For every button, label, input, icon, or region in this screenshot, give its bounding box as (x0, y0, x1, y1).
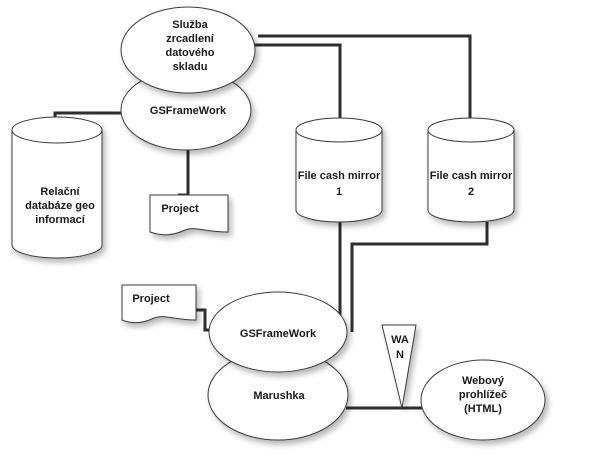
gsframework-top-label: GSFrameWork (150, 105, 227, 117)
mirror-service-line-3: datového (166, 47, 215, 59)
wan-line-1: WA (391, 334, 409, 346)
connector-mirror2-to-gsframework (350, 222, 489, 332)
wan-triangle: WA N (381, 324, 417, 409)
mirror-service-node: Služba zrcadlení datového skladu (120, 6, 256, 94)
cache-mirror-1-cylinder: File cash mirror 1 (295, 117, 383, 223)
connector-service-to-mirror2 (258, 34, 472, 125)
relational-db-cylinder: Relační databáze geo informací (11, 116, 103, 259)
mirror-service-line-1: Služba (172, 19, 208, 31)
web-browser-line-1: Webový (462, 375, 505, 387)
relational-db-line-3: informací (35, 214, 85, 226)
project-top-label: Project (161, 203, 199, 215)
relational-db-line-2: databáze geo (25, 200, 95, 212)
project-bottom-label: Project (132, 293, 170, 305)
connector-service-to-mirror1 (250, 43, 342, 125)
connector-gsframework-to-project (178, 150, 190, 197)
web-browser-node: Webový prohlížeč (HTML) (420, 359, 546, 441)
cache-mirror-2-line-2: 2 (468, 186, 474, 198)
relational-db-line-1: Relační (40, 186, 80, 198)
cache-mirror-2-line-1: File cash mirror (430, 170, 513, 182)
gsframework-bottom-node: GSFrameWork (208, 291, 348, 373)
wan-line-2: N (396, 349, 404, 361)
marushka-label: Marushka (253, 390, 305, 402)
gsframework-top-node: GSFrameWork (120, 69, 252, 151)
mirror-service-line-4: skladu (173, 61, 208, 73)
cache-mirror-1-line-2: 1 (336, 186, 342, 198)
mirror-service-line-2: zrcadlení (166, 33, 215, 45)
cache-mirror-2-cylinder: File cash mirror 2 (427, 117, 515, 223)
cache-mirror-1-line-1: File cash mirror (298, 170, 381, 182)
web-browser-line-3: (HTML) (464, 403, 502, 415)
web-browser-line-2: prohlížeč (459, 389, 507, 401)
gsframework-bottom-label: GSFrameWork (240, 328, 317, 340)
project-bottom-document: Project (121, 284, 197, 324)
project-top-document: Project (149, 194, 229, 236)
